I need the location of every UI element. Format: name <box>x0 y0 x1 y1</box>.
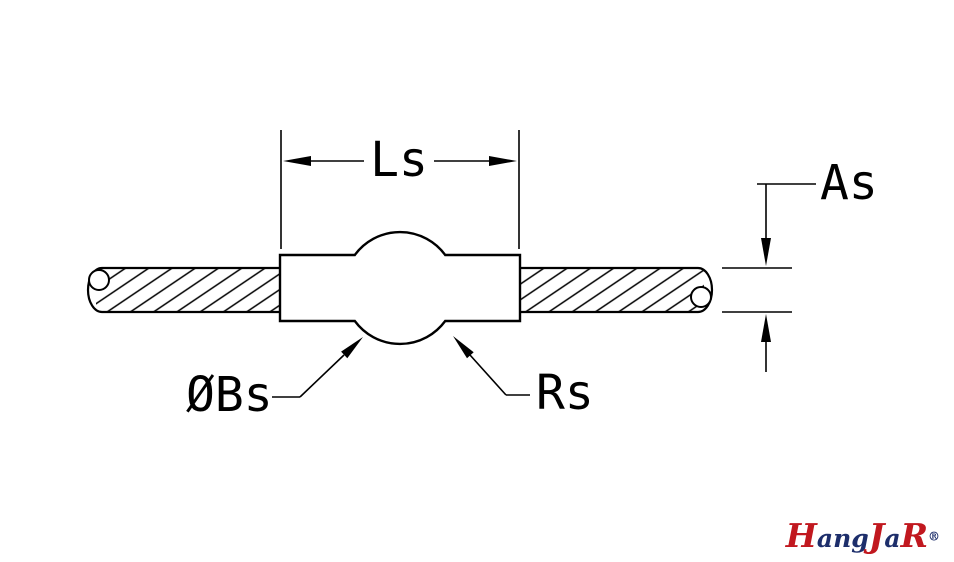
cable-left <box>86 266 281 314</box>
leader-bs: ØBs <box>186 337 363 423</box>
dimension-as: As <box>722 155 878 372</box>
registered-trademark-icon: ® <box>928 529 940 544</box>
cable-right <box>519 266 714 314</box>
ls-label: Ls <box>370 132 428 188</box>
bs-arrow-icon <box>341 337 363 359</box>
brand-logo: HangJaR® <box>786 519 940 552</box>
cable-right-outline <box>519 266 714 314</box>
logo-segment: a <box>884 524 901 553</box>
cable-left-strands <box>96 269 281 311</box>
dimension-ls: Ls <box>280 130 520 249</box>
logo-segment: H <box>785 516 817 555</box>
rs-arrow-icon <box>453 336 474 359</box>
bs-label: ØBs <box>186 367 273 423</box>
leader-rs: Rs <box>453 336 594 421</box>
rs-label: Rs <box>536 365 594 421</box>
cable-left-outline <box>86 266 281 314</box>
as-arrow-up-icon <box>761 314 771 342</box>
logo-segment: R <box>900 516 928 555</box>
ls-arrow-right-icon <box>489 156 517 166</box>
ls-arrow-left-icon <box>283 156 311 166</box>
as-label: As <box>820 155 878 211</box>
as-arrow-down-icon <box>761 238 771 266</box>
rs-leader-diagonal <box>469 354 507 396</box>
logo-segment: ang <box>816 524 869 553</box>
bs-leader-diagonal <box>299 354 345 398</box>
cable-right-strands <box>519 269 704 311</box>
cable-right-strand-end <box>690 286 712 308</box>
ball-stop-fitting-body <box>278 230 522 346</box>
cable-left-strand-end <box>88 269 110 291</box>
logo-segment: J <box>868 516 885 555</box>
